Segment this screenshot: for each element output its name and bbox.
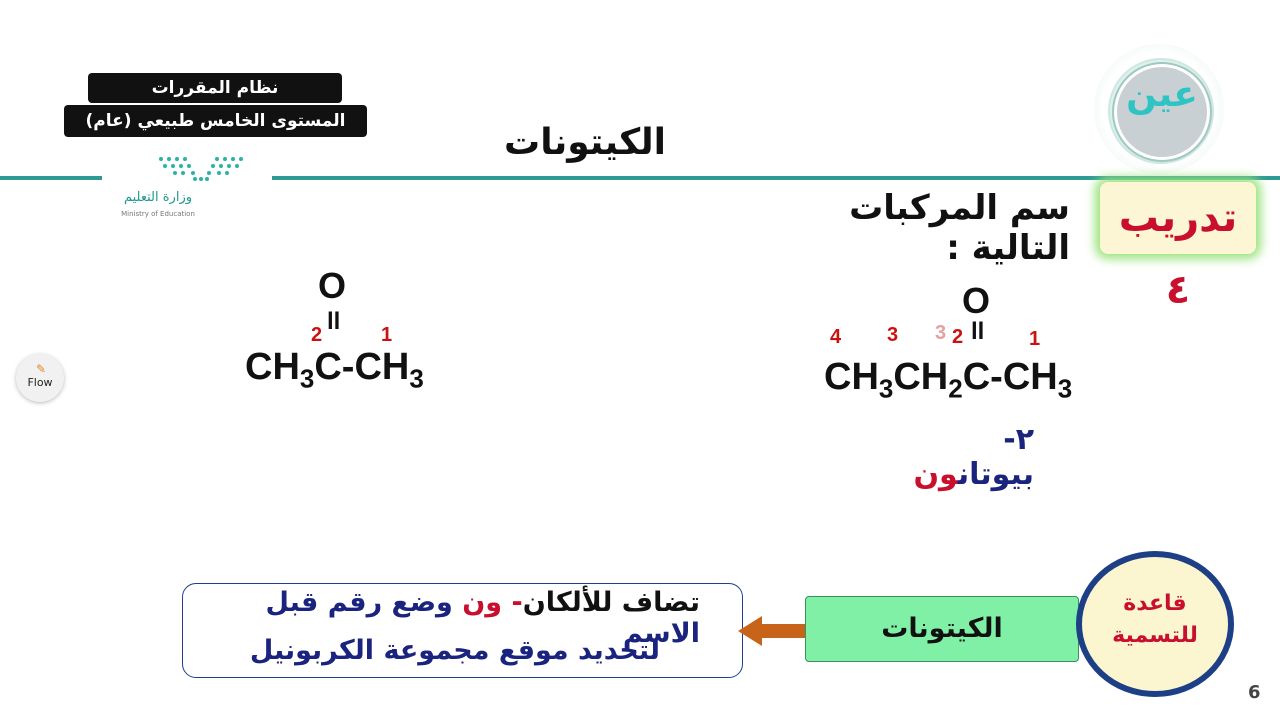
ministry-name-arabic: وزارة التعليم [123, 190, 193, 205]
right-double-bond: ll [971, 318, 985, 345]
pencil-icon: ✎ [36, 362, 47, 376]
flow-button-label[interactable]: Flow [27, 376, 53, 389]
rule-text-box [182, 583, 743, 678]
exercise-badge: تدريب ٤ [1100, 182, 1256, 313]
left-carbon-number: 1 [381, 324, 393, 346]
rule-line-1: تضاف للألكان- ون وضع رقم قبل الاسم [200, 587, 700, 649]
right-carbon-number: 1 [1029, 328, 1041, 350]
naming-rule-circle [1076, 551, 1234, 697]
right-oxygen: O [962, 280, 991, 321]
flow-button[interactable] [16, 354, 64, 402]
header-divider [0, 176, 1280, 180]
formula-part: CH [824, 356, 879, 398]
rule-prefix: تضاف للألكان [522, 587, 700, 618]
ministry-logo-icon [159, 157, 243, 181]
right-carbon-number-faint: 3 [935, 322, 947, 344]
level-label: المستوى الخامس طبيعي (عام) [64, 105, 367, 137]
arrow-left-icon [738, 616, 808, 646]
right-compound-answer: ٢- بيوتانون [884, 422, 1034, 492]
divider-gap [102, 170, 272, 184]
formula-part: CH [893, 356, 949, 398]
course-system-label: نظام المقررات [88, 73, 342, 103]
answer-stem: بيوتان [957, 457, 1034, 492]
page-number: 6 [1248, 682, 1261, 703]
formula-subscript: 3 [1057, 373, 1073, 404]
page-title: الكيتونات [504, 122, 666, 163]
rule-line-2: لتحديد موقع مجموعة الكربونيل [249, 635, 660, 666]
class-label-box: الكيتونات [805, 596, 1079, 662]
left-oxygen: O [318, 265, 347, 306]
rule-rest: وضع رقم قبل الاسم [265, 587, 700, 649]
right-formula: CH3CH2C-CH3 [824, 356, 1072, 405]
formula-part: C-CH [314, 346, 410, 388]
formula-subscript: 3 [299, 363, 315, 394]
naming-rule-label: قاعدة للتسمية [1076, 588, 1234, 652]
answer-number: ٢- [1003, 422, 1034, 457]
ain-logo-text: عين [1126, 74, 1198, 115]
formula-subscript: 2 [948, 373, 963, 404]
formula-part: C-CH [962, 356, 1058, 398]
left-formula: CH3C-CH3 [245, 346, 424, 395]
rule-suffix: - ون [462, 587, 523, 618]
formula-subscript: 3 [409, 363, 424, 394]
left-double-bond: ll [327, 308, 341, 335]
answer-suffix: ون [913, 457, 958, 492]
right-carbon-number: 3 [887, 324, 899, 346]
naming-rule-line-1: قاعدة [1123, 591, 1187, 616]
formula-part: CH [245, 346, 300, 388]
ministry-name-english: Ministry of Education [121, 210, 195, 218]
exercise-instruction: سم المركبات التالية : [849, 188, 1070, 268]
naming-rule-line-2: للتسمية [1112, 623, 1198, 648]
left-carbon-number: 2 [311, 324, 323, 346]
right-carbon-number: 2 [952, 326, 964, 348]
right-carbon-number: 4 [830, 326, 842, 348]
formula-subscript: 3 [878, 373, 894, 404]
ain-logo-disc [1114, 64, 1210, 160]
